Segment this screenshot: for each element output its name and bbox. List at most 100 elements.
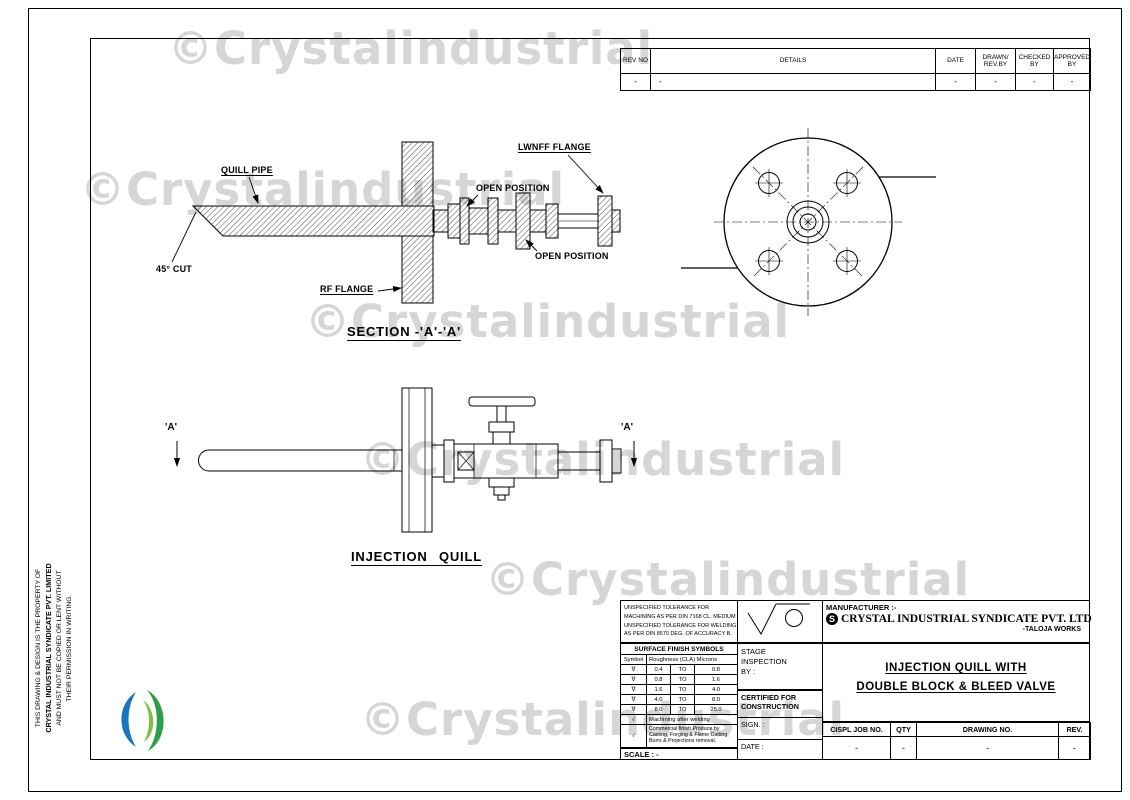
- injection-quill-caption: INJECTION QUILL: [351, 549, 482, 566]
- surface-symbol-drawing: [747, 603, 810, 636]
- surface-finish-row: ∇ 4.0 TO 8.0: [621, 695, 737, 705]
- quill-flange: [401, 387, 433, 533]
- certified-line2: CONSTRUCTION: [741, 702, 799, 712]
- manufacturer-s-icon: S: [826, 613, 838, 625]
- rev-no-header: REV NO: [620, 48, 651, 74]
- job-table-header-row: CISPL JOB NO. QTY DRAWING NO. REV.: [822, 722, 1091, 737]
- job-no-value: -: [822, 736, 891, 760]
- section-view-leaders: [171, 154, 604, 293]
- section-caption: SECTION -'A'-'A': [347, 324, 461, 341]
- lwnff-flange-label: LWNFF FLANGE: [518, 142, 591, 152]
- finish-symbol: ∇: [621, 675, 647, 685]
- company-logo: [121, 690, 164, 751]
- bleed-fitting: [488, 477, 515, 488]
- stage-line1: STAGE: [741, 647, 766, 656]
- flange-front-view: [681, 128, 936, 316]
- sign-label: SIGN. :: [738, 717, 822, 739]
- cut-45-label: 45° CUT: [156, 264, 193, 274]
- quill-pipe-section: [191, 205, 435, 237]
- drawing-title-line2: DOUBLE BLOCK & BLEED VALVE: [856, 681, 1056, 693]
- approved-by-value: -: [1053, 73, 1091, 91]
- tolerance-line4: AS PER DIN 8570 DEG. OF ACCURACY B.: [624, 631, 732, 638]
- date-label: DATE :: [738, 739, 822, 759]
- scale-box: SCALE : -: [620, 748, 738, 760]
- qty-header: QTY: [890, 722, 917, 737]
- job-table-data-row: - - - -: [822, 736, 1091, 760]
- property-notice-line1: THIS DRAWING & DESIGN IS THE PROPERTY OF: [35, 568, 42, 728]
- tolerance-line1: UNSPECIFIED TOLERANCE FOR: [624, 605, 710, 611]
- stage-line2: INSPECTION: [741, 657, 787, 667]
- job-table: CISPL JOB NO. QTY DRAWING NO. REV. - - -…: [822, 722, 1091, 760]
- manufacturer-box: MANUFACTURER :- S CRYSTAL INDUSTRIAL SYN…: [822, 600, 1092, 643]
- scale-text: SCALE : -: [624, 749, 659, 759]
- sheet-outer-border: [28, 8, 1122, 792]
- roughness-column-header: Roughness (CLA) Microns: [647, 655, 737, 665]
- drawing-title-box: INJECTION QUILL WITH DOUBLE BLOCK & BLEE…: [822, 643, 1090, 722]
- details-header: DETAILS: [650, 48, 936, 74]
- quill-pipe-label: QUILL PIPE: [221, 165, 273, 175]
- surface-finish-row: ∇ 8.0 TO 25.0: [621, 705, 737, 715]
- surface-finish-row: ∇ 1.6 TO 4.0: [621, 685, 737, 695]
- date-header: DATE: [935, 48, 976, 74]
- revision-table: REV NO DETAILS DATE DRAWN/ REV.BY CHECKE…: [620, 48, 1091, 91]
- injection-quill-drawing: [173, 387, 638, 533]
- section-marker-a-left: 'A': [165, 422, 177, 433]
- drawing-title-line1: INJECTION QUILL WITH: [885, 662, 1027, 674]
- job-no-header: CISPL JOB NO.: [822, 722, 891, 737]
- symbol-column-header: Symbol: [621, 655, 647, 665]
- commercial-note-row: √ Commercial finish Produce by Casting, …: [621, 725, 737, 748]
- certified-box: CERTIFIED FOR CONSTRUCTION SIGN. : DATE …: [737, 690, 823, 760]
- surface-symbol-box: [737, 600, 823, 643]
- manufacturer-works: -TALOJA WORKS: [1022, 626, 1081, 633]
- commercial-note: Commercial finish Produce by Casting, Fo…: [649, 726, 729, 745]
- rf-flange-label: RF FLANGE: [320, 284, 374, 294]
- rev-header: REV.: [1058, 722, 1091, 737]
- rf-flange-bottom: [401, 235, 434, 304]
- drawing-no-value: -: [916, 736, 1059, 760]
- machining-note-row: √ Machining after welding: [621, 715, 737, 725]
- date-value: -: [935, 73, 976, 91]
- qty-value: -: [890, 736, 917, 760]
- finish-symbol: ∇: [621, 705, 647, 715]
- rf-flange-top: [401, 141, 434, 207]
- lwnff-flange-section: [597, 195, 613, 247]
- machining-note: Machining after welding: [647, 715, 737, 725]
- tolerance-line3: UNSPECIFIED TOLERANCE FOR WELDING: [624, 622, 737, 629]
- rev-no-value: -: [620, 73, 651, 91]
- surface-finish-table: SURFACE FINISH SYMBOLS Symbol Roughness …: [620, 643, 738, 748]
- surface-finish-row: ∇ 0.8 TO 1.6: [621, 675, 737, 685]
- checked-by-value: -: [1015, 73, 1054, 91]
- details-value: -: [650, 73, 936, 91]
- manufacturer-name: CRYSTAL INDUSTRIAL SYNDICATE PVT. LTD: [841, 613, 1092, 625]
- rev-value: -: [1058, 736, 1091, 760]
- property-notice-line4: THEIR PERMISSION IN WRITING.: [66, 594, 74, 702]
- valve-t-handle: [468, 396, 536, 407]
- section-marker-a-right: 'A': [621, 422, 633, 433]
- flange-centerlines: [714, 128, 902, 316]
- quill-tube: [198, 449, 402, 472]
- revision-table-data-row: - - - - - -: [620, 73, 1091, 91]
- stage-inspection-box: STAGE INSPECTION BY :: [737, 643, 823, 690]
- property-notice-line2: CRYSTAL INDUSTRIAL SYNDICATE PVT. LIMITE…: [44, 563, 54, 733]
- section-view-drawing: [191, 141, 621, 304]
- manufacturer-label: MANUFACTURER :-: [826, 603, 897, 612]
- surface-finish-row: ∇ 0.4 TO 0.8: [621, 665, 737, 675]
- drawing-frame: [90, 38, 1090, 760]
- open-position-top-label: OPEN POSITION: [476, 183, 550, 193]
- finish-symbol: ∇: [621, 695, 647, 705]
- drawing-no-header: DRAWING NO.: [916, 722, 1059, 737]
- drawn-by-value: -: [975, 73, 1016, 91]
- open-position-bottom-label: OPEN POSITION: [535, 251, 609, 261]
- tolerance-line2: MACHINING AS PER DIN 7168 CL. MEDIUM: [624, 613, 736, 620]
- finish-symbol: ∇: [621, 685, 647, 695]
- check-symbol: √: [621, 725, 647, 748]
- outlet-flange: [599, 439, 613, 483]
- certified-line1: CERTIFIED FOR: [741, 693, 797, 702]
- property-notice-line3: AND MUST NOT BE COPIED OR LENT WITHOUT: [55, 570, 63, 726]
- approved-by-header: APPROVED BY: [1053, 48, 1091, 74]
- property-notice: THIS DRAWING & DESIGN IS THE PROPERTY OF…: [34, 550, 88, 746]
- drawn-by-header: DRAWN/ REV.BY: [975, 48, 1016, 74]
- stage-line3: BY :: [741, 667, 756, 677]
